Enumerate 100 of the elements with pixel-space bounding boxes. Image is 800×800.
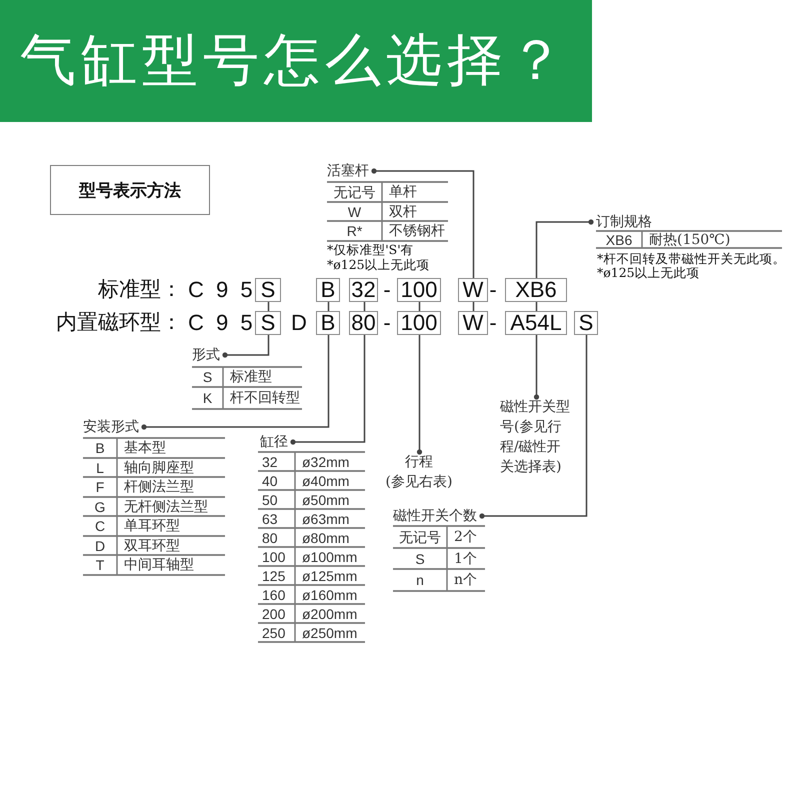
description-text: 单杆 [389,183,417,201]
description-text: ø80mm [302,528,350,546]
table-heading: 缸径 [260,433,293,451]
code-text: W [348,202,362,220]
description-text: n个 [454,571,478,589]
code-text: C [94,517,106,535]
code-text: S [415,550,425,568]
description-text: ø63mm [302,510,350,528]
series-code: C 9 5 [188,276,256,304]
code-text: 250 [262,624,286,642]
note-text: *ø125以上无此项 [597,265,700,281]
description-text: ø200mm [302,604,358,622]
leader-line [479,335,588,519]
code-text: XB6 [606,230,632,248]
description-text: 中间耳轴型 [124,556,194,574]
description-text: 耐热(150℃) [649,230,730,248]
code-box: 80 [349,311,378,335]
connector-line [472,302,474,311]
leader-line [371,168,474,278]
code-box: 32 [349,278,378,302]
connector-line [268,302,270,311]
description-text: 1个 [454,550,477,568]
code-box: XB6 [505,278,567,302]
description-text: 基本型 [124,439,166,457]
table-heading: 形式 [192,346,225,364]
code-text: 无记号 [399,528,441,546]
leader-line [222,335,270,358]
code-text: D [291,309,307,337]
table-heading: 订制规格 [591,213,652,231]
code-box: S [255,278,281,302]
connector-line [536,302,538,311]
description-text: 双杆 [389,202,417,220]
callout-text: 磁性开关型号(参见行程/磁性开关选择表) [500,397,574,477]
description-text: 杆侧法兰型 [124,478,194,496]
code-text: 160 [262,586,286,604]
connector-line [328,302,330,311]
code-box: 100 [397,278,441,302]
code-text: n [416,571,424,589]
description-text: 2个 [454,528,477,546]
connector-line [364,302,366,311]
code-text: L [96,458,104,476]
note-text: (参见右表) [386,474,452,490]
code-text: G [94,498,106,516]
title-banner: 气缸型号怎么选择？ [0,0,592,122]
description-text: 双耳环型 [124,536,180,554]
code-text: 无记号 [334,183,376,201]
description-text: 不锈钢杆 [389,222,445,240]
description-text: ø32mm [302,452,350,470]
code-box: 100 [397,311,441,335]
note-text: *仅标准型'S'有 [327,242,414,258]
code-text: 80 [262,528,278,546]
description-text: ø125mm [302,566,358,584]
code-text: 40 [262,472,278,490]
code-text: B [95,439,105,457]
code-text: R* [346,222,362,240]
code-text: 32 [262,452,278,470]
code-box: B [316,278,340,302]
code-box: S [574,311,598,335]
heading-box: 型号表示方法 [50,165,210,215]
note-text: *ø125以上无此项 [327,257,430,273]
description-text: ø50mm [302,490,350,508]
callout-text: 行程 [405,454,433,470]
leader-line [141,335,330,430]
hyphen: - [383,276,391,304]
leader-line [536,219,594,278]
code-text: 63 [262,510,278,528]
code-box: W [458,311,488,335]
code-box: S [255,311,281,335]
code-text: F [96,478,104,496]
code-text: 100 [262,548,286,566]
connector-line [418,302,420,311]
description-text: 单耳环型 [124,517,180,535]
description-text: ø250mm [302,624,358,642]
table-heading: 安装形式 [83,418,144,436]
code-text: 125 [262,566,286,584]
leader-line [534,335,540,400]
code-text: S [202,368,212,386]
leader-line [290,335,366,445]
description-text: ø160mm [302,586,358,604]
code-box: B [316,311,340,335]
description-text: 无杆侧法兰型 [124,498,208,516]
code-text: K [202,389,212,407]
hyphen: - [489,309,497,337]
series-code: C 9 5 [188,309,256,337]
hyphen: - [383,309,391,337]
row-label: 内置磁环型： [56,310,182,336]
code-box: A54L [505,311,567,335]
code-text: 200 [262,604,286,622]
code-box: W [458,278,488,302]
table-heading: 磁性开关个数 [393,507,482,525]
leader-line [416,335,422,455]
code-text: 50 [262,490,278,508]
code-text: D [94,536,106,554]
row-label: 标准型： [98,277,182,303]
note-text: *杆不回转及带磁性开关无此项。 [597,251,786,266]
description-text: ø100mm [302,548,358,566]
table-heading: 活塞杆 [327,162,374,180]
description-text: 标准型 [230,368,272,386]
description-text: 轴向脚座型 [124,458,194,476]
hyphen: - [489,276,497,304]
